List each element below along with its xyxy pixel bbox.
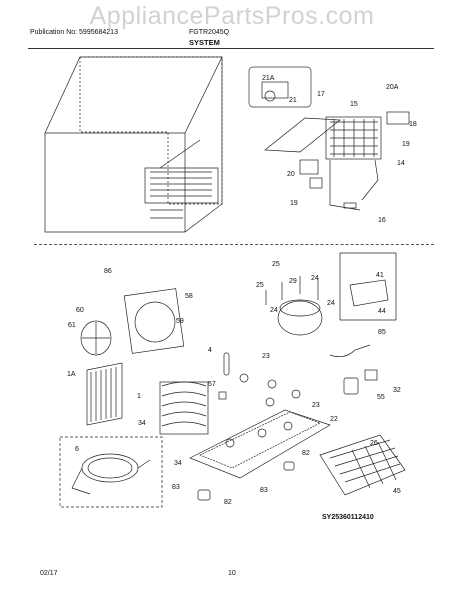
callout-label: 25 [272, 261, 280, 268]
callout-label: 29 [289, 278, 297, 285]
callout-labels: 21A 21 17 15 20A 18 19 20 14 19 16 86 58… [67, 75, 417, 506]
watermark: AppliancePartsPros.com [89, 2, 375, 30]
footer-date: 02/17 [40, 570, 58, 577]
callout-label: 57 [208, 381, 216, 388]
callout-label: 61 [68, 322, 76, 329]
callout-label: 4 [208, 347, 212, 354]
cabinet-drawing [44, 56, 223, 233]
callout-label: 45 [393, 488, 401, 495]
callout-label: 20 [287, 171, 295, 178]
callout-label: 41 [376, 272, 384, 279]
publication-number: Publication No: 5995684213 [30, 29, 118, 36]
section-title: SYSTEM [189, 38, 220, 47]
page-number: 10 [228, 570, 236, 577]
callout-label: 15 [350, 101, 358, 108]
callout-label: 44 [378, 308, 386, 315]
callout-label: 1 [137, 393, 141, 400]
callout-label: 82 [302, 450, 310, 457]
callout-label: 21A [262, 75, 275, 82]
callout-label: 85 [378, 329, 386, 336]
header-rule [28, 48, 434, 49]
callout-label: 23 [312, 402, 320, 409]
callout-label: 18 [409, 121, 417, 128]
callout-label: 34 [138, 420, 146, 427]
section-divider [34, 244, 434, 245]
callout-label: 24 [311, 275, 319, 282]
callout-label: 24 [327, 300, 335, 307]
diagram-reference-code: SY25360112410 [322, 514, 374, 521]
callout-label: 6 [75, 446, 79, 453]
callout-label: 59 [176, 318, 184, 325]
callout-label: 60 [76, 307, 84, 314]
callout-label: 82 [224, 499, 232, 506]
callout-label: 32 [393, 387, 401, 394]
callout-label: 17 [317, 91, 325, 98]
callout-label: 20A [386, 84, 399, 91]
model-number: FGTR2045Q [189, 29, 230, 36]
callout-label: 19 [290, 200, 298, 207]
callout-label: 25 [256, 282, 264, 289]
callout-label: 16 [378, 217, 386, 224]
callout-label: 86 [104, 268, 112, 275]
callout-label: 1A [67, 371, 76, 378]
callout-label: 14 [397, 160, 405, 167]
evaporator-group [248, 66, 410, 211]
compressor-group [59, 252, 406, 508]
callout-label: 83 [172, 484, 180, 491]
callout-label: 58 [185, 293, 193, 300]
callout-label: 34 [174, 460, 182, 467]
callout-label: 22 [330, 416, 338, 423]
callout-label: 55 [377, 394, 385, 401]
callout-label: 23 [262, 353, 270, 360]
callout-label: 83 [260, 487, 268, 494]
callout-label: 21 [289, 97, 297, 104]
callout-label: 24 [270, 307, 278, 314]
callout-label: 26 [370, 440, 378, 447]
callout-label: 19 [402, 141, 410, 148]
